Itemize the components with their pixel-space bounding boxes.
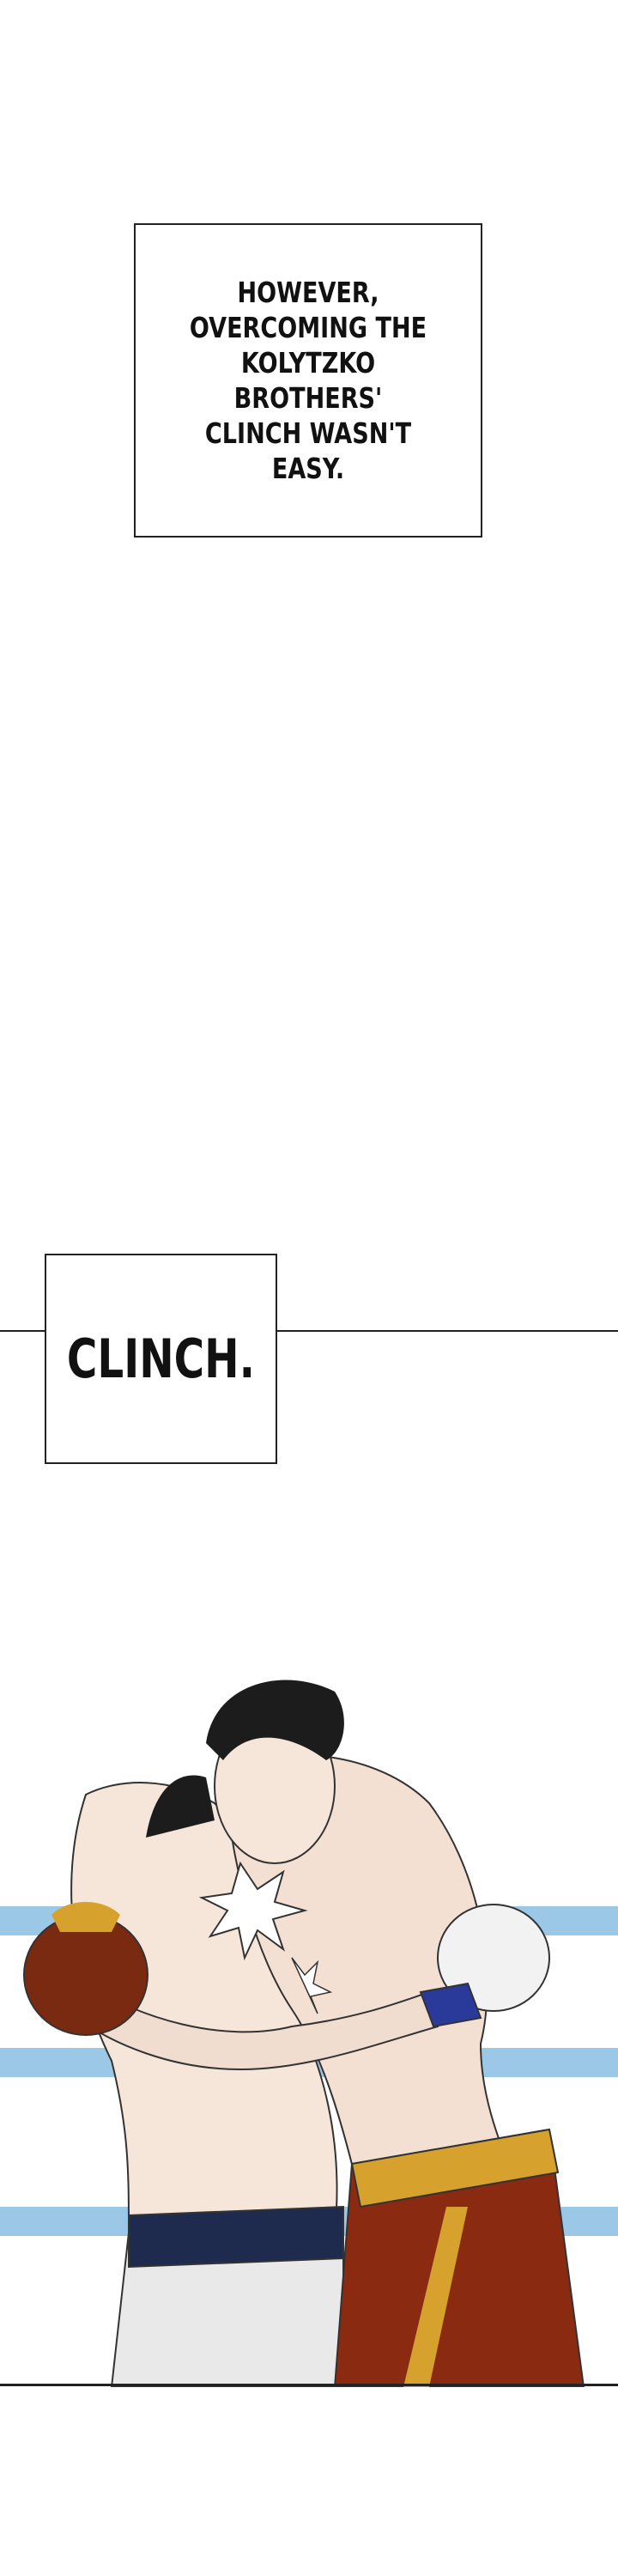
right-boxer-body xyxy=(221,1753,517,2200)
brown-glove-cuff xyxy=(52,1902,120,1932)
narration-text: HOWEVER, OVERCOMING THE KOLYTZKO BROTHER… xyxy=(189,276,427,485)
boxers-illustration xyxy=(0,1680,618,2387)
brown-glove xyxy=(23,1914,148,2036)
impact-burst xyxy=(198,1861,308,1961)
sfx-box: CLINCH. xyxy=(45,1254,277,1464)
left-boxer-waistband xyxy=(128,2205,344,2269)
sfx-text: CLINCH. xyxy=(66,1327,256,1390)
panel-bottom-border xyxy=(0,2384,618,2386)
clinch-panel xyxy=(0,1614,618,2387)
right-boxer-waistband xyxy=(350,2128,560,2208)
panel-divider-right xyxy=(276,1330,618,1332)
wrist-wrap xyxy=(419,1982,482,2028)
right-boxer-hair xyxy=(206,1680,344,1760)
left-boxer-hair xyxy=(146,1775,215,1838)
panel-divider-left xyxy=(0,1330,46,1332)
right-boxer-trunks-stripe xyxy=(403,2207,468,2387)
impact-burst-small xyxy=(291,1957,333,2014)
narration-box: HOWEVER, OVERCOMING THE KOLYTZKO BROTHER… xyxy=(134,223,482,538)
